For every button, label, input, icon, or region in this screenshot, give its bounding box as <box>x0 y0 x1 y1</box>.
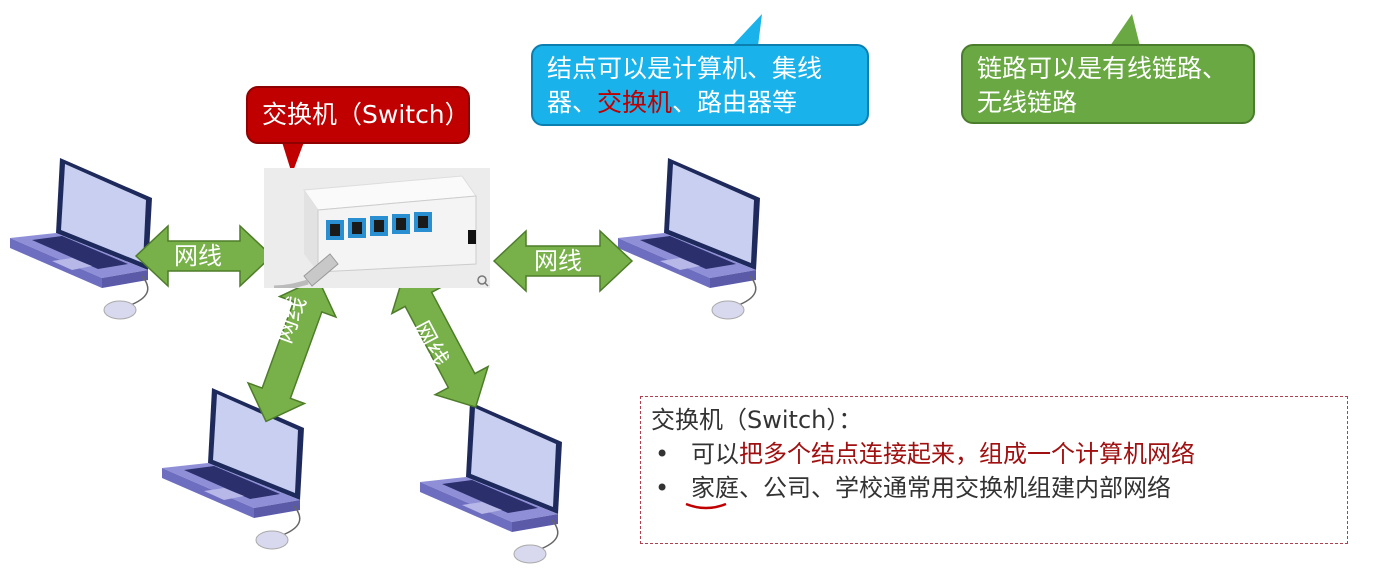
laptop-right <box>617 157 761 320</box>
callout-node: 结点可以是计算机、集线器、交换机、路由器等 <box>531 44 869 126</box>
callout-node-highlight: 交换机 <box>597 88 673 117</box>
note-item-1-plain: 可以 <box>691 440 739 468</box>
bullet: • <box>655 474 670 502</box>
arrow-bottom-right <box>390 271 490 409</box>
note-title: 交换机（Switch）： <box>651 406 863 434</box>
callout-link: 链路可以是有线链路、无线链路 <box>961 44 1255 124</box>
callout-switch-tail <box>282 142 304 174</box>
switch-image <box>264 168 490 291</box>
note-item-1: • 可以把多个结点连接起来，组成一个计算机网络 <box>651 437 1347 471</box>
bullet: • <box>655 440 670 468</box>
note-item-2: • 家庭、公司、学校通常用交换机组建内部网络 <box>651 471 1347 505</box>
callout-switch-text: 交换机（Switch） <box>262 100 470 129</box>
arrow-right <box>492 229 634 293</box>
note-item-1-colored: 把多个结点连接起来，组成一个计算机网络 <box>739 440 1195 468</box>
underline-mark <box>685 502 727 510</box>
note-box: 交换机（Switch）： • 可以把多个结点连接起来，组成一个计算机网络 • 家… <box>640 396 1348 544</box>
callout-node-tail <box>732 14 762 46</box>
note-item-2-text: 家庭、公司、学校通常用交换机组建内部网络 <box>691 474 1171 502</box>
cable-label-left: 网线 <box>174 242 222 270</box>
switch-device-icon <box>264 168 490 291</box>
callout-switch: 交换机（Switch） <box>246 86 470 144</box>
laptop-bottom-right <box>419 401 563 564</box>
callout-node-text-2: 、路由器等 <box>672 88 798 117</box>
laptop-left <box>9 157 153 320</box>
callout-node-text-1: 结点可以是计算机、集线器、 <box>547 54 823 117</box>
cable-label-right: 网线 <box>534 247 582 275</box>
callout-link-tail <box>1110 14 1140 46</box>
callout-link-text: 链路可以是有线链路、无线链路 <box>977 54 1228 117</box>
